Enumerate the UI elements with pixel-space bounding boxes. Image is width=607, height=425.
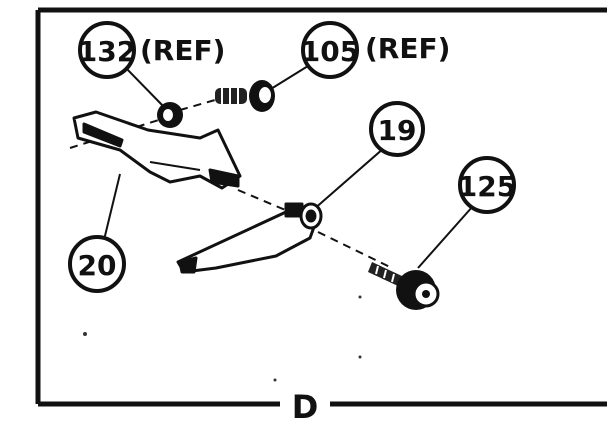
washer-part-132 bbox=[157, 102, 183, 128]
lever-part-19 bbox=[176, 202, 323, 274]
callout-132-number: 132 bbox=[78, 35, 136, 68]
callout-105-number: 105 bbox=[301, 35, 359, 68]
ref-label-105: (REF) bbox=[365, 32, 450, 65]
view-label: D bbox=[292, 388, 319, 425]
callout-19-number: 19 bbox=[378, 114, 417, 147]
ref-label-132: (REF) bbox=[140, 34, 225, 67]
screw-part-105 bbox=[215, 80, 275, 112]
callout-105: 105 bbox=[301, 21, 359, 79]
print-specks bbox=[83, 295, 362, 382]
bracket-part-20 bbox=[72, 110, 242, 190]
frame bbox=[35, 7, 607, 407]
screw-part-125 bbox=[368, 262, 440, 310]
callout-125: 125 bbox=[458, 156, 516, 214]
callout-19: 19 bbox=[369, 101, 425, 157]
leader-lines bbox=[103, 65, 474, 269]
callout-20-number: 20 bbox=[78, 249, 117, 282]
callout-125-number: 125 bbox=[458, 170, 516, 203]
callout-20: 20 bbox=[68, 235, 126, 293]
callout-132: 132 bbox=[78, 21, 136, 79]
